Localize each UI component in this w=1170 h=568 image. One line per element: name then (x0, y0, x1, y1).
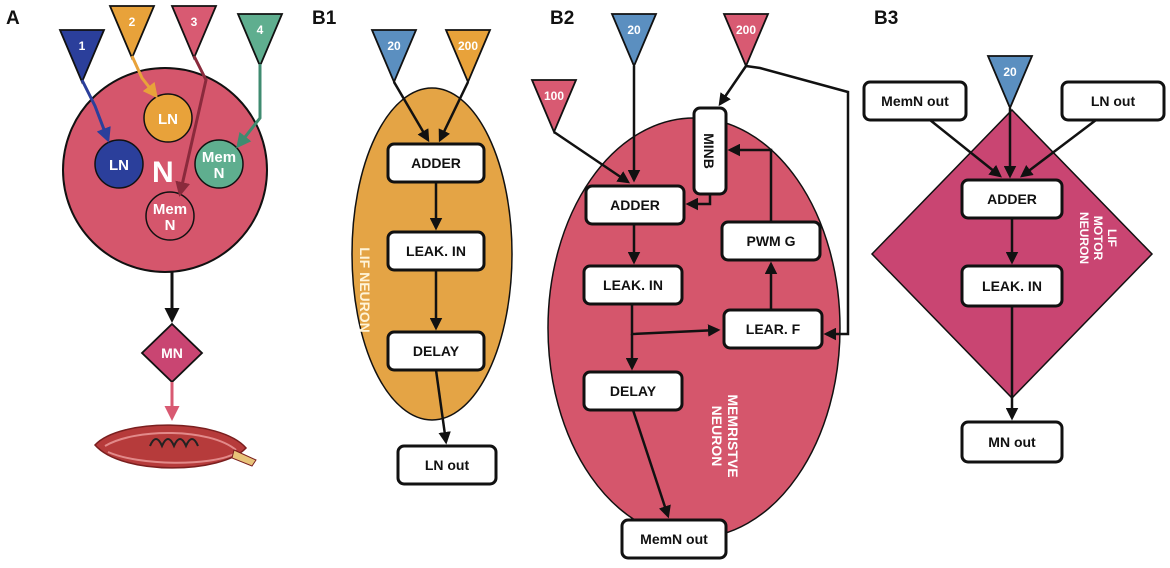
b1-input-20-label: 20 (387, 39, 401, 53)
b2-input-20-label: 20 (627, 23, 641, 37)
b3-mn-out-label: MN out (988, 434, 1036, 450)
b2-input-100-label: 100 (544, 89, 564, 103)
input-triangle-3-label: 3 (191, 15, 198, 29)
mem-circle-right-label-1: Mem (202, 149, 236, 166)
b1-adder-label: ADDER (411, 155, 461, 171)
ln-circle-left-label: LN (109, 157, 129, 174)
motor-neuron-label-3: NEURON (1077, 212, 1091, 264)
b1-ln-out-box (396, 444, 498, 486)
panel-label-b1: B1 (312, 8, 337, 29)
b2-arrow-200-to-learf (745, 64, 850, 341)
b3-ln-out-label: LN out (1091, 93, 1136, 109)
input-triangle-4-label: 4 (257, 23, 264, 37)
b2-arrow-pwm-to-minb (727, 143, 773, 222)
b2-arrow-minb-to-adder (685, 194, 712, 211)
muscle-icon (93, 424, 257, 469)
ln-circle-top-label: LN (158, 111, 178, 128)
b3-arrow-memn-to-adder (929, 119, 1002, 178)
ln-circle-left (94, 139, 144, 189)
b3-leak-label: LEAK. IN (982, 278, 1042, 294)
b2-pwm-label: PWM G (747, 233, 796, 249)
b3-memn-out-label: MemN out (881, 93, 949, 109)
lif-neuron-label: LIF NEURON (357, 247, 373, 333)
network-circle (62, 67, 268, 273)
b2-minb-label: MINB (701, 133, 717, 169)
input-triangle-2 (108, 5, 156, 61)
mem-circle-bottom-label-2: N (165, 217, 176, 234)
b2-arrow-200-to-minb (718, 65, 748, 107)
b1-input-200-label: 200 (458, 39, 478, 53)
motor-neuron-label: MN (161, 345, 183, 361)
b3-input-20 (986, 55, 1034, 111)
b3-memn-out-box (862, 80, 968, 122)
b2-arrow-100-to-adder (553, 130, 631, 184)
input-triangle-4 (236, 13, 284, 69)
b2-input-200-label: 200 (736, 23, 756, 37)
memristive-neuron-label-2: NEURON (709, 406, 725, 467)
b3-mn-out-box (960, 420, 1064, 464)
b2-adder-label: ADDER (610, 197, 660, 213)
b2-input-20 (610, 13, 658, 69)
b1-arrow-20-to-adder (392, 81, 430, 143)
panel-label-b2: B2 (550, 8, 574, 29)
motor-neuron-label-2: MOTOR (1091, 216, 1105, 261)
mem-circle-right-label-2: N (214, 165, 225, 182)
b3-input-20-label: 20 (1003, 65, 1017, 79)
b1-input-200 (444, 29, 492, 85)
input-triangle-1-label: 1 (79, 39, 86, 53)
mem-circle-bottom (145, 191, 195, 241)
b2-lear-label: LEAR. F (746, 321, 801, 337)
b3-adder-label: ADDER (987, 191, 1037, 207)
input-triangle-2-label: 2 (129, 15, 136, 29)
b2-leak-label: LEAK. IN (603, 277, 663, 293)
b3-arrow-ln-to-adder (1020, 119, 1097, 178)
b2-lear-box (722, 308, 824, 350)
b2-delay-label: DELAY (610, 383, 657, 399)
panel-label-b3: B3 (874, 8, 898, 29)
b2-input-100 (530, 79, 578, 135)
input-triangle-1 (58, 29, 106, 85)
b2-arrow-delay-to-out (631, 409, 671, 519)
network-label: N (152, 156, 174, 189)
b1-input-20 (370, 29, 418, 85)
input-triangle-3 (170, 5, 218, 61)
b1-leak-label: LEAK. IN (406, 243, 466, 259)
b1-arrow-200-to-adder (438, 81, 470, 143)
arrow-input-1 (80, 79, 111, 143)
panel-label-a: A (6, 8, 20, 29)
mem-circle-right (194, 139, 244, 189)
b1-arrow-delay-to-out (434, 369, 451, 445)
b1-delay-label: DELAY (413, 343, 460, 359)
b2-input-200 (722, 13, 770, 69)
b3-ln-out-box (1060, 80, 1166, 122)
b2-memn-out-box (620, 518, 728, 560)
b2-memn-out-label: MemN out (640, 531, 708, 547)
motor-neuron-label-1: LIF (1105, 229, 1119, 247)
ln-circle-top (143, 93, 193, 143)
mem-circle-bottom-label-1: Mem (153, 201, 187, 218)
memristive-neuron-label-1: MEMRISTVE (725, 394, 741, 477)
arrow-input-2 (130, 55, 158, 99)
arrow-input-4 (236, 64, 262, 149)
b1-ln-out-label: LN out (425, 457, 470, 473)
arrow-input-3 (175, 55, 208, 197)
